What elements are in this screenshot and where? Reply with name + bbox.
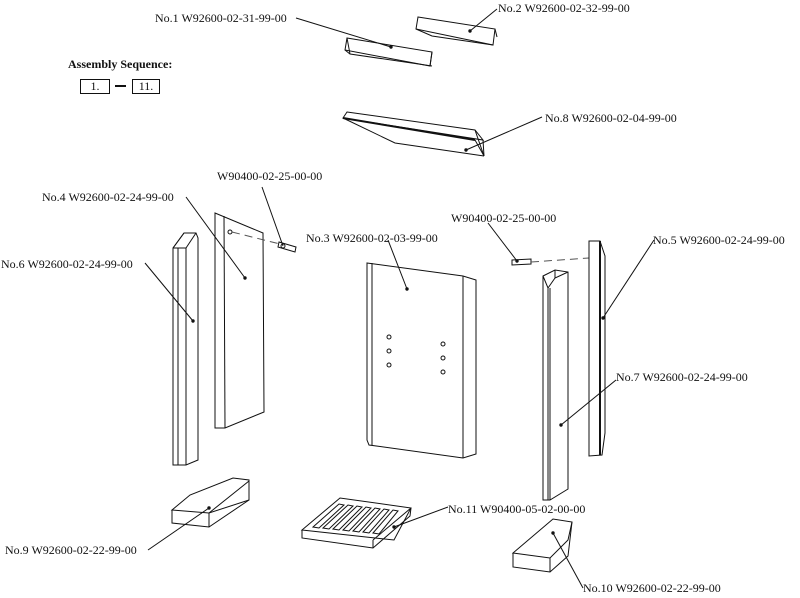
left-pin-label: W90400-02-25-00-00 [217,169,323,183]
part-8-baffle [342,111,485,157]
part-7-label: No.7 W92600-02-24-99-00 [616,370,748,384]
part-7-post [542,269,569,501]
right-pin-label: W90400-02-25-00-00 [451,211,557,225]
part-4-label: No.4 W92600-02-24-99-00 [42,190,174,204]
part-10-brick [511,518,573,573]
assembly-sequence-title: Assembly Sequence: [68,57,173,71]
part-1-brick [344,37,433,67]
part-5-label: No.5 W92600-02-24-99-00 [653,233,785,247]
assembly-sequence-dash [115,85,126,87]
part-4-panel [214,212,265,429]
part-3-back-panel [366,262,477,459]
part-9-brick [170,477,250,528]
part-8-label: No.8 W92600-02-04-99-00 [545,111,677,125]
part-2-label: No.2 W92600-02-32-99-00 [498,1,630,15]
part-6-label: No.6 W92600-02-24-99-00 [1,257,133,271]
part-1-label: No.1 W92600-02-31-99-00 [155,11,287,25]
part-9-label: No.9 W92600-02-22-99-00 [5,543,137,557]
part-6-post [172,232,199,466]
left-pin [231,231,297,253]
right-pin [511,257,590,266]
part-2-brick [415,16,498,46]
part-11-grate [300,497,412,549]
part-5-panel [588,240,606,457]
assembly-sequence-start: 1. [80,79,110,94]
part-3-label: No.3 W92600-02-03-99-00 [306,231,438,245]
assembly-sequence-end: 11. [132,79,160,94]
part-10-label: No.10 W92600-02-22-99-00 [583,581,721,595]
leader-lines [144,8,655,589]
part-11-label: No.11 W90400-05-02-00-00 [448,502,586,516]
